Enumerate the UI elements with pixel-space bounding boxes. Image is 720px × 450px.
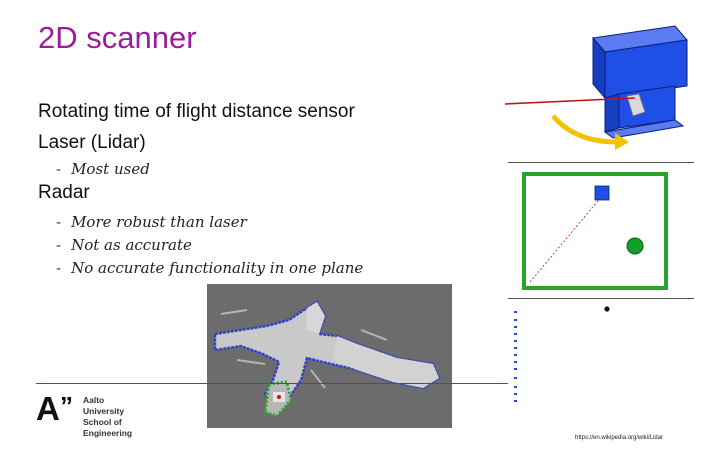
sensor-description: Rotating time of flight distance sensor [38,101,355,122]
radar-point-item: -No accurate functionality in one plane [56,259,363,277]
radar-point-text: No accurate functionality in one plane [71,259,364,277]
radar-point-text: More robust than laser [71,213,247,231]
bullet-dash: - [56,160,62,178]
laser-heading: Laser (Lidar) [38,132,146,153]
bullet-dash: - [56,213,62,231]
bullet-dash: - [56,259,62,277]
institution-name: Aalto University School of Engineering [83,395,132,439]
laser-point-item: -Most used [56,160,150,178]
radar-point-item: -More robust than laser [56,213,247,231]
school-name: School of Engineering [83,417,133,438]
scan-points-strip [514,306,610,402]
divider-bottom [508,298,694,299]
radar-heading: Radar [38,182,90,203]
lidar-device-illustration [505,25,688,150]
logo-quote: ” [60,391,73,421]
laser-point-text: Most used [71,160,150,178]
divider-top [508,162,694,163]
logo-letter: A [36,390,60,427]
bullet-dash: - [56,236,62,254]
footer-rule [36,383,508,384]
radar-point-text: Not as accurate [71,236,192,254]
university-name: Aalto University [83,395,125,416]
radar-point-item: -Not as accurate [56,236,192,254]
source-url: https://en.wikipedia.org/wiki/Lidar [575,435,664,441]
slide-title: 2D scanner [38,20,197,55]
scan-scene-diagram [522,172,668,290]
slam-map-image [207,284,452,428]
